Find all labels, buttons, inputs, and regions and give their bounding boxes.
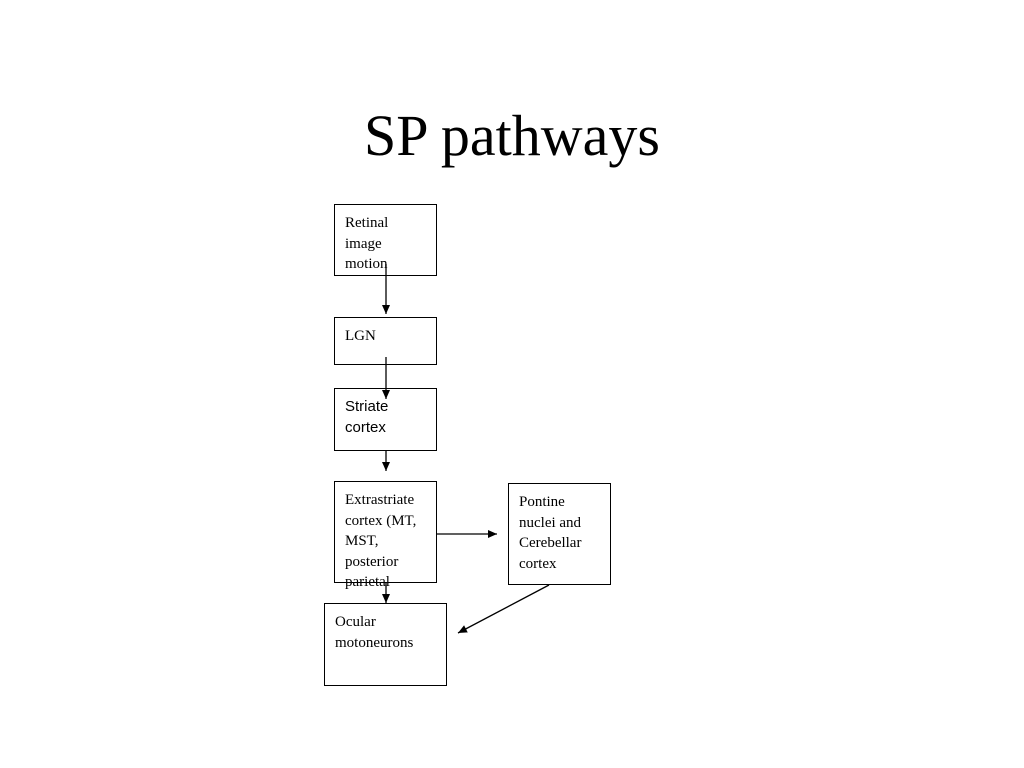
node-striate-cortex: Striate cortex: [334, 388, 437, 451]
slide-title: SP pathways: [364, 103, 660, 168]
node-lgn: LGN: [334, 317, 437, 365]
node-extrastriate-cortex: Extrastriate cortex (MT, MST, posterior …: [334, 481, 437, 590]
node-pontine-cerebellar: Pontine nuclei and Cerebellar cortex: [508, 483, 611, 585]
arrow-pontine-to-ocular: [457, 584, 550, 634]
node-ocular-motoneurons: Ocular motoneurons: [324, 603, 447, 686]
node-retinal-image-motion: Retinal image motion: [334, 204, 437, 276]
